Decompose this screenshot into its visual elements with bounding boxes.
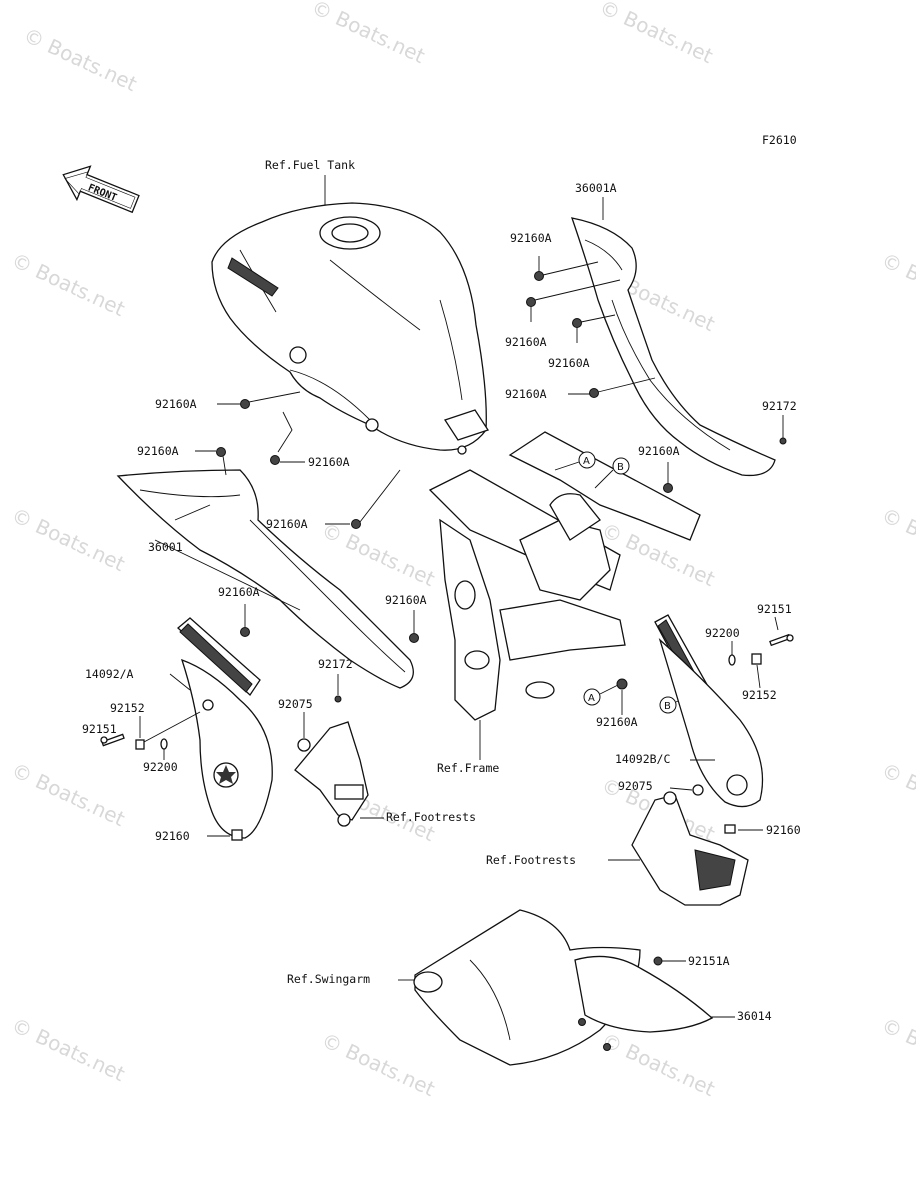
frame: [428, 431, 701, 760]
part-92160a-label: 92160A: [218, 585, 260, 599]
part-92160a-label: 92160A: [510, 231, 552, 245]
ref-frame-label: Ref.Frame: [437, 761, 499, 775]
svg-text:A: A: [583, 456, 590, 467]
part-92151a-label: 92151A: [688, 954, 730, 968]
part-92160a-label: 92160A: [505, 387, 547, 401]
part-92200-label: 92200: [143, 760, 178, 774]
part-92152-label: 92152: [110, 701, 145, 715]
footrest-left: [294, 721, 369, 827]
cover-36001a: [571, 197, 776, 477]
watermark: © Boats.net: [8, 248, 129, 321]
part-14092bc-label: 14092B/C: [615, 752, 670, 766]
chain-guard-36014: [574, 955, 714, 1051]
cover-36001: [116, 469, 414, 689]
heel-guard-right: [654, 614, 764, 808]
ref-footrests-left-label: Ref.Footrests: [386, 810, 476, 824]
bolt-icon: [100, 733, 311, 841]
watermark: © Boats.net: [596, 0, 717, 68]
ref-fuel-tank-label: Ref.Fuel Tank: [265, 158, 355, 172]
part-92160a-label: 92160A: [155, 397, 197, 411]
part-92172-label: 92172: [762, 399, 797, 413]
part-92151-label: 92151: [82, 722, 117, 736]
part-92152-label: 92152: [742, 688, 777, 702]
watermark: © Boats.net: [878, 758, 916, 831]
part-92160a-label: 92160A: [596, 715, 638, 729]
part-92160a-label: 92160A: [505, 335, 547, 349]
callout-b: B: [612, 457, 630, 475]
part-92160a-label: 92160A: [638, 444, 680, 458]
part-92160-label: 92160: [766, 823, 801, 837]
callout-a: A: [583, 688, 601, 706]
footrest-right: [631, 791, 749, 906]
part-92160a-label: 92160A: [266, 517, 308, 531]
watermark: © Boats.net: [878, 248, 916, 321]
part-92160a-label: 92160A: [137, 444, 179, 458]
svg-text:B: B: [617, 462, 624, 473]
part-92151-label: 92151: [757, 602, 792, 616]
svg-text:A: A: [588, 693, 595, 704]
nut-icon: [216, 399, 419, 703]
watermark: © Boats.net: [598, 1028, 719, 1101]
part-92172-label: 92172: [318, 657, 353, 671]
watermark: © Boats.net: [8, 503, 129, 576]
part-36014-label: 36014: [737, 1009, 772, 1023]
part-14092a-label: 14092/A: [85, 667, 134, 681]
watermark: © Boats.net: [878, 503, 916, 576]
watermark: © Boats.net: [318, 518, 439, 591]
watermark: © Boats.net: [20, 23, 141, 96]
watermark: © Boats.net: [318, 1028, 439, 1101]
front-arrow-icon: FRONT: [62, 165, 140, 214]
bolt-icon: [616, 633, 794, 834]
part-36001-label: 36001: [148, 540, 183, 554]
ref-footrests-right-label: Ref.Footrests: [486, 853, 576, 867]
fuel-tank: [211, 175, 490, 455]
watermark: © Boats.net: [308, 0, 429, 68]
callout-b: B: [659, 696, 677, 714]
part-92075-label: 92075: [618, 779, 653, 793]
watermark: © Boats.net: [8, 1013, 129, 1086]
part-92160a-label: 92160A: [548, 356, 590, 370]
svg-text:B: B: [664, 701, 671, 712]
part-92160a-label: 92160A: [385, 593, 427, 607]
swingarm: [413, 909, 641, 1066]
ref-swingarm-label: Ref.Swingarm: [287, 972, 370, 986]
part-92160a-label: 92160A: [308, 455, 350, 469]
part-92075-label: 92075: [278, 697, 313, 711]
callout-a: A: [578, 451, 596, 469]
part-36001a-label: 36001A: [575, 181, 617, 195]
watermark: © Boats.net: [878, 1013, 916, 1086]
watermark: © Boats.net: [8, 758, 129, 831]
part-92200-label: 92200: [705, 626, 740, 640]
part-92160-label: 92160: [155, 829, 190, 843]
diagram-code: F2610: [762, 133, 797, 147]
heel-guard-left: [177, 617, 273, 839]
nut-icon: [526, 271, 787, 493]
